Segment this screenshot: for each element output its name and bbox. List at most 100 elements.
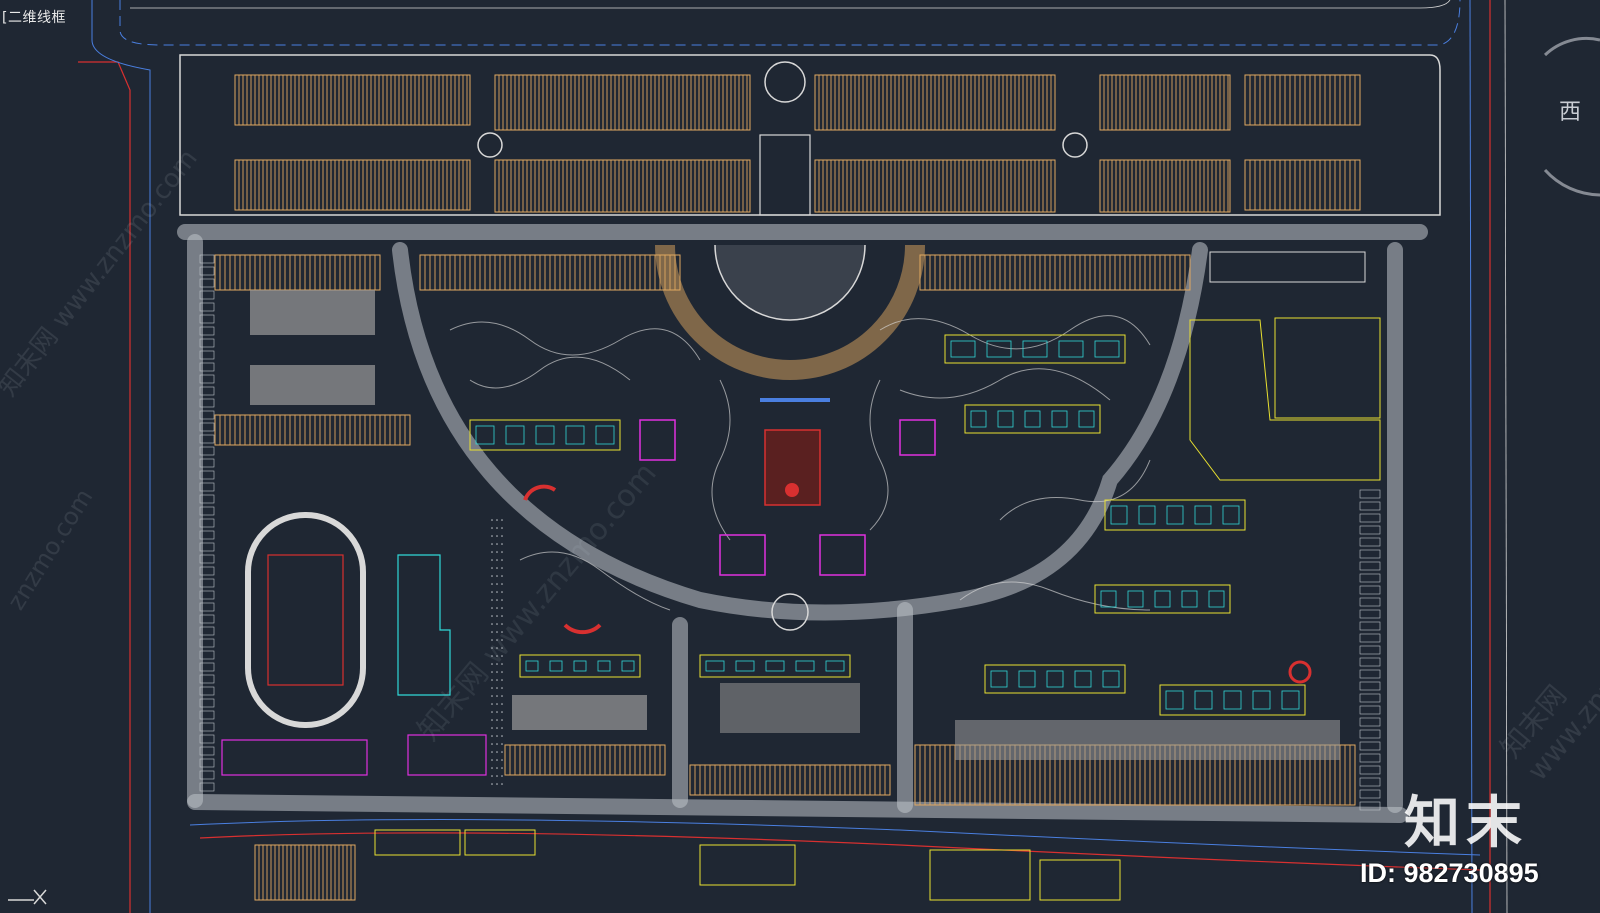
- block-c1: [419, 254, 681, 291]
- block-n8: [1099, 159, 1231, 213]
- west-column-cell: [199, 314, 215, 324]
- block-n7-frame: [1099, 74, 1231, 131]
- cluster-outline-7: [519, 654, 641, 678]
- running-track: [245, 512, 366, 728]
- grid-dot: [501, 535, 503, 537]
- east-column-cell: [1359, 645, 1381, 655]
- landscape-curve-4: [711, 379, 731, 541]
- unit-8-1: [735, 660, 755, 672]
- grid-dot: [501, 671, 503, 673]
- cluster-outline-5: [984, 664, 1126, 694]
- grid-dot: [496, 655, 498, 657]
- west-column-cell: [199, 554, 215, 564]
- magenta-zone-1: [221, 739, 368, 776]
- grid-dot: [496, 703, 498, 705]
- grid-dot: [501, 607, 503, 609]
- watermark-id: ID: 982730895: [1360, 858, 1539, 888]
- west-column-cell: [199, 254, 215, 264]
- east-column-cell: [1359, 693, 1381, 703]
- grid-dot: [501, 767, 503, 769]
- unit-8-2: [765, 660, 785, 672]
- east-column-cell: [1359, 765, 1381, 775]
- grid-dot: [496, 695, 498, 697]
- grid-dot: [491, 591, 493, 593]
- viewcube-west-label[interactable]: 西: [1559, 100, 1582, 125]
- west-column-cell: [199, 266, 215, 276]
- cluster-outline-2: [964, 404, 1101, 434]
- grid-dot: [491, 559, 493, 561]
- grid-dot: [501, 687, 503, 689]
- grid-dot: [491, 759, 493, 761]
- west-column-cell: [199, 338, 215, 348]
- block-n4-frame: [494, 159, 751, 213]
- block-n9-frame: [1244, 74, 1361, 126]
- semicircle-housing: [655, 244, 925, 380]
- west-column-cell: [199, 626, 215, 636]
- west-column-cell: [199, 470, 215, 480]
- west-column-cell: [199, 650, 215, 660]
- red-ring: [1288, 660, 1312, 684]
- block-n6: [814, 159, 1056, 213]
- east-column-cell: [1359, 573, 1381, 583]
- yellow-block-4: [1039, 859, 1121, 901]
- west-column-cell: [199, 734, 215, 744]
- grid-dot: [496, 615, 498, 617]
- block-w2-frame: [214, 414, 411, 446]
- plaza-5: [955, 720, 1340, 760]
- boundary-blue-right: [1469, 0, 1473, 913]
- unit-3-0: [1110, 505, 1128, 525]
- block-w1: [214, 254, 381, 291]
- grid-dot: [501, 695, 503, 697]
- unit-1-3: [1058, 340, 1084, 358]
- grid-dot: [491, 583, 493, 585]
- east-column-cell: [1359, 525, 1381, 535]
- grid-dot: [496, 535, 498, 537]
- grid-dot: [491, 751, 493, 753]
- grid-dot: [501, 743, 503, 745]
- west-column-cell: [199, 566, 215, 576]
- unit-3-3: [1194, 505, 1212, 525]
- landscape-curve-2: [879, 315, 1151, 350]
- grid-dot: [496, 607, 498, 609]
- grid-dot: [501, 599, 503, 601]
- unit-0-1: [505, 425, 525, 445]
- west-column-cell: [199, 458, 215, 468]
- grid-dot: [491, 615, 493, 617]
- unit-5-0: [990, 670, 1008, 688]
- grid-dot: [501, 591, 503, 593]
- west-column-cell: [199, 494, 215, 504]
- block-w2: [214, 414, 411, 446]
- west-column-cell: [199, 290, 215, 300]
- grid-dot: [501, 567, 503, 569]
- yellow-zone-2: [1274, 317, 1381, 419]
- grid-dot: [496, 575, 498, 577]
- yellow-block-0: [374, 829, 461, 856]
- grid-dot: [496, 639, 498, 641]
- grid-dot: [496, 783, 498, 785]
- unit-8-3: [795, 660, 815, 672]
- grid-dot: [501, 551, 503, 553]
- west-column-cell: [199, 722, 215, 732]
- grid-dot: [491, 671, 493, 673]
- grid-dot: [491, 599, 493, 601]
- grid-dot: [496, 599, 498, 601]
- yellow-block-2: [699, 844, 796, 886]
- unit-0-4: [595, 425, 615, 445]
- cluster-outline-8: [699, 654, 851, 678]
- view-mode-label[interactable]: [二维线框: [2, 10, 66, 26]
- unit-8-4: [825, 660, 845, 672]
- central-axis: [759, 134, 811, 216]
- block-n3-frame: [494, 74, 751, 131]
- grid-dot: [501, 639, 503, 641]
- grid-dot: [501, 703, 503, 705]
- unit-5-3: [1074, 670, 1092, 688]
- east-column-cell: [1359, 801, 1381, 811]
- grid-dot: [496, 527, 498, 529]
- grid-dot: [491, 575, 493, 577]
- central-red-dot: [785, 483, 799, 497]
- west-column-cell: [199, 758, 215, 768]
- unit-6-0: [1165, 690, 1184, 710]
- grid-dot: [496, 775, 498, 777]
